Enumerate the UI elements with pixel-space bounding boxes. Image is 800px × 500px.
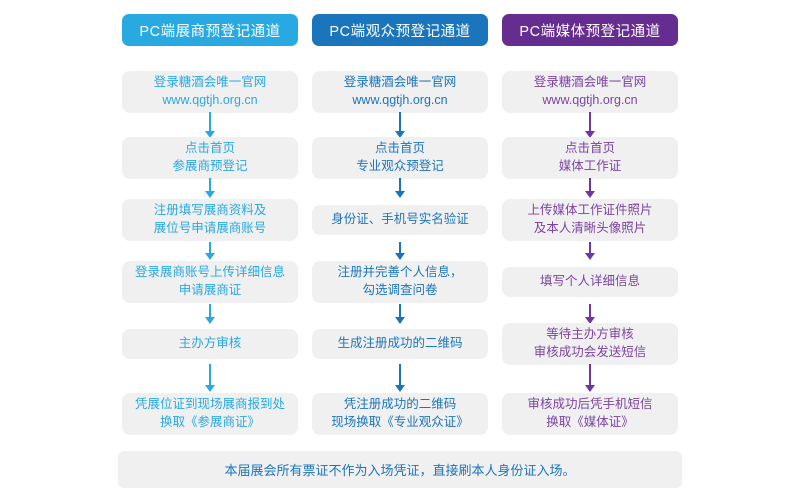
down-arrow-icon: [395, 242, 405, 260]
step-box: 登录糖酒会唯一官网 www.qgtjh.org.cn: [502, 71, 678, 113]
down-arrow-icon: [205, 242, 215, 260]
step-line: 参展商预登记: [172, 159, 248, 173]
step-line: 填写个人详细信息: [539, 274, 640, 289]
step-line: 等待主办方审核: [546, 327, 634, 342]
step-box: 登录展商账号上传详细信息 申请展商证: [122, 261, 298, 303]
step-box: 等待主办方审核 审核成功会发送短信: [502, 323, 678, 365]
down-arrow-icon: [585, 304, 595, 324]
step-line: www.qgtjh.org.cn: [162, 93, 258, 107]
step-box: 点击首页 参展商预登记: [122, 137, 298, 179]
step-line: 登录糖酒会唯一官网: [533, 75, 647, 90]
step-line: 专业观众预登记: [356, 159, 444, 173]
down-arrow-icon: [205, 112, 215, 138]
step-line: 换取《媒体证》: [546, 415, 634, 429]
step-line: 点击首页: [374, 141, 425, 156]
channel-columns: PC端展商预登记通道 登录糖酒会唯一官网 www.qgtjh.org.cn 点击…: [0, 14, 800, 436]
down-arrow-icon: [395, 178, 405, 198]
step-line: 凭注册成功的二维码: [343, 397, 457, 412]
step-line: 审核成功会发送短信: [533, 345, 647, 359]
step-box: 审核成功后凭手机短信 换取《媒体证》: [502, 393, 678, 435]
step-box: 注册并完善个人信息， 勾选调查问卷: [312, 261, 488, 303]
step-line: 身份证、手机号实名验证: [331, 212, 469, 227]
down-arrow-icon: [205, 178, 215, 198]
channel-header-visitor: PC端观众预登记通道: [312, 14, 488, 46]
step-line: 点击首页: [564, 141, 615, 156]
step-row: 填写个人详细信息: [502, 260, 678, 304]
step-line: 登录糖酒会唯一官网: [343, 75, 457, 90]
step-row: 登录糖酒会唯一官网 www.qgtjh.org.cn: [312, 71, 488, 113]
column-media: PC端媒体预登记通道 登录糖酒会唯一官网 www.qgtjh.org.cn 点击…: [502, 14, 678, 436]
step-row: 生成注册成功的二维码: [312, 324, 488, 364]
step-box: 点击首页 媒体工作证: [502, 137, 678, 179]
step-box: 登录糖酒会唯一官网 www.qgtjh.org.cn: [122, 71, 298, 113]
step-row: 注册并完善个人信息， 勾选调查问卷: [312, 260, 488, 304]
step-line: 媒体工作证: [558, 159, 622, 173]
step-box: 生成注册成功的二维码: [312, 329, 488, 359]
step-line: 注册填写展商资料及: [153, 203, 267, 218]
step-row: 凭注册成功的二维码 现场换取《专业观众证》: [312, 392, 488, 436]
step-row: 凭展位证到现场展商报到处 换取《参展商证》: [122, 392, 298, 436]
flowchart: PC端展商预登记通道 登录糖酒会唯一官网 www.qgtjh.org.cn 点击…: [0, 14, 800, 488]
down-arrow-icon: [585, 112, 595, 138]
down-arrow-icon: [395, 364, 405, 392]
step-line: 登录展商账号上传详细信息: [134, 265, 285, 280]
down-arrow-icon: [395, 112, 405, 138]
step-row: 点击首页 媒体工作证: [502, 137, 678, 179]
step-box: 登录糖酒会唯一官网 www.qgtjh.org.cn: [312, 71, 488, 113]
step-row: 点击首页 参展商预登记: [122, 137, 298, 179]
step-line: 凭展位证到现场展商报到处: [134, 397, 285, 412]
down-arrow-icon: [395, 304, 405, 324]
note-bar: 本届展会所有票证不作为入场凭证，直接刷本人身份证入场。: [118, 451, 682, 488]
step-row: 登录展商账号上传详细信息 申请展商证: [122, 260, 298, 304]
channel-header-media: PC端媒体预登记通道: [502, 14, 678, 46]
note-text: 本届展会所有票证不作为入场凭证，直接刷本人身份证入场。: [224, 463, 576, 478]
step-box: 填写个人详细信息: [502, 267, 678, 297]
column-exhibitor: PC端展商预登记通道 登录糖酒会唯一官网 www.qgtjh.org.cn 点击…: [122, 14, 298, 436]
step-row: 审核成功后凭手机短信 换取《媒体证》: [502, 392, 678, 436]
step-line: 主办方审核: [178, 336, 242, 351]
step-box: 主办方审核: [122, 329, 298, 359]
step-line: 及本人清晰头像照片: [533, 221, 647, 235]
step-row: 等待主办方审核 审核成功会发送短信: [502, 323, 678, 365]
step-line: 勾选调查问卷: [362, 283, 438, 297]
step-line: 注册并完善个人信息，: [337, 265, 463, 280]
step-row: 上传媒体工作证件照片 及本人清晰头像照片: [502, 198, 678, 242]
step-box: 注册填写展商资料及 展位号申请展商账号: [122, 199, 298, 241]
down-arrow-icon: [585, 364, 595, 392]
column-visitor: PC端观众预登记通道 登录糖酒会唯一官网 www.qgtjh.org.cn 点击…: [312, 14, 488, 436]
step-row: 登录糖酒会唯一官网 www.qgtjh.org.cn: [502, 71, 678, 113]
step-box: 点击首页 专业观众预登记: [312, 137, 488, 179]
step-row: 注册填写展商资料及 展位号申请展商账号: [122, 198, 298, 242]
step-line: 申请展商证: [178, 283, 242, 297]
step-line: www.qgtjh.org.cn: [542, 93, 638, 107]
step-line: 展位号申请展商账号: [153, 221, 267, 235]
step-box: 身份证、手机号实名验证: [312, 205, 488, 235]
down-arrow-icon: [205, 364, 215, 392]
down-arrow-icon: [585, 242, 595, 260]
step-box: 凭注册成功的二维码 现场换取《专业观众证》: [312, 393, 488, 435]
step-box: 凭展位证到现场展商报到处 换取《参展商证》: [122, 393, 298, 435]
step-row: 登录糖酒会唯一官网 www.qgtjh.org.cn: [122, 71, 298, 113]
step-line: 审核成功后凭手机短信: [527, 397, 653, 412]
step-line: www.qgtjh.org.cn: [352, 93, 448, 107]
down-arrow-icon: [585, 178, 595, 198]
step-line: 上传媒体工作证件照片: [527, 203, 653, 218]
step-line: 登录糖酒会唯一官网: [153, 75, 267, 90]
step-line: 生成注册成功的二维码: [337, 336, 463, 351]
down-arrow-icon: [205, 304, 215, 324]
step-line: 点击首页: [184, 141, 235, 156]
step-line: 现场换取《专业观众证》: [331, 415, 469, 429]
step-row: 点击首页 专业观众预登记: [312, 137, 488, 179]
step-box: 上传媒体工作证件照片 及本人清晰头像照片: [502, 199, 678, 241]
step-row: 主办方审核: [122, 324, 298, 364]
step-line: 换取《参展商证》: [159, 415, 260, 429]
channel-header-exhibitor: PC端展商预登记通道: [122, 14, 298, 46]
step-row: 身份证、手机号实名验证: [312, 198, 488, 242]
